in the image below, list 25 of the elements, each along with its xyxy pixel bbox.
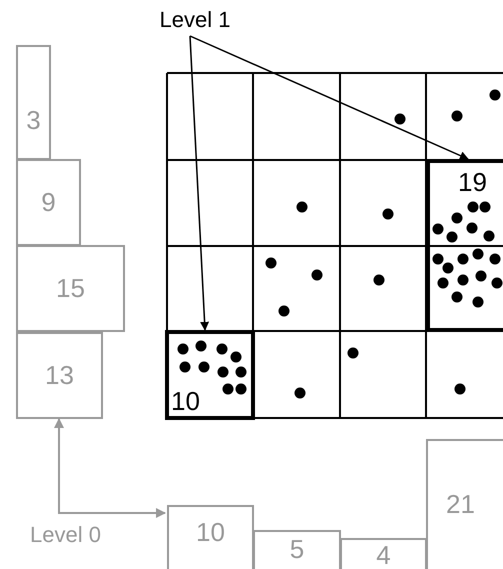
value-text: 19 xyxy=(458,169,487,195)
value-text: 3 xyxy=(26,104,41,137)
histogram-bar xyxy=(340,538,427,569)
histogram-bar xyxy=(426,439,503,569)
histogram-bar xyxy=(16,245,125,332)
histogram-bar xyxy=(167,505,254,569)
highlighted-cell xyxy=(165,330,255,420)
histogram-bar xyxy=(16,332,103,419)
arrow xyxy=(54,418,166,518)
level-label: Level 0 xyxy=(30,524,101,546)
value-text: 21 xyxy=(446,488,475,521)
arrow xyxy=(189,36,210,331)
value-text: Level 1 xyxy=(160,6,230,34)
value-text: 15 xyxy=(56,272,85,305)
value-text: 9 xyxy=(41,186,56,219)
value-text: 5 xyxy=(290,536,304,562)
value-text: 10 xyxy=(171,388,200,414)
highlighted-cell xyxy=(426,159,503,332)
value-text: 13 xyxy=(45,359,74,392)
arrow xyxy=(190,35,469,160)
histogram-bar xyxy=(16,159,81,246)
value-text: 10 xyxy=(196,516,225,549)
histogram-bar xyxy=(253,530,341,569)
histogram-bar xyxy=(16,45,51,160)
value-text: 4 xyxy=(376,542,391,568)
